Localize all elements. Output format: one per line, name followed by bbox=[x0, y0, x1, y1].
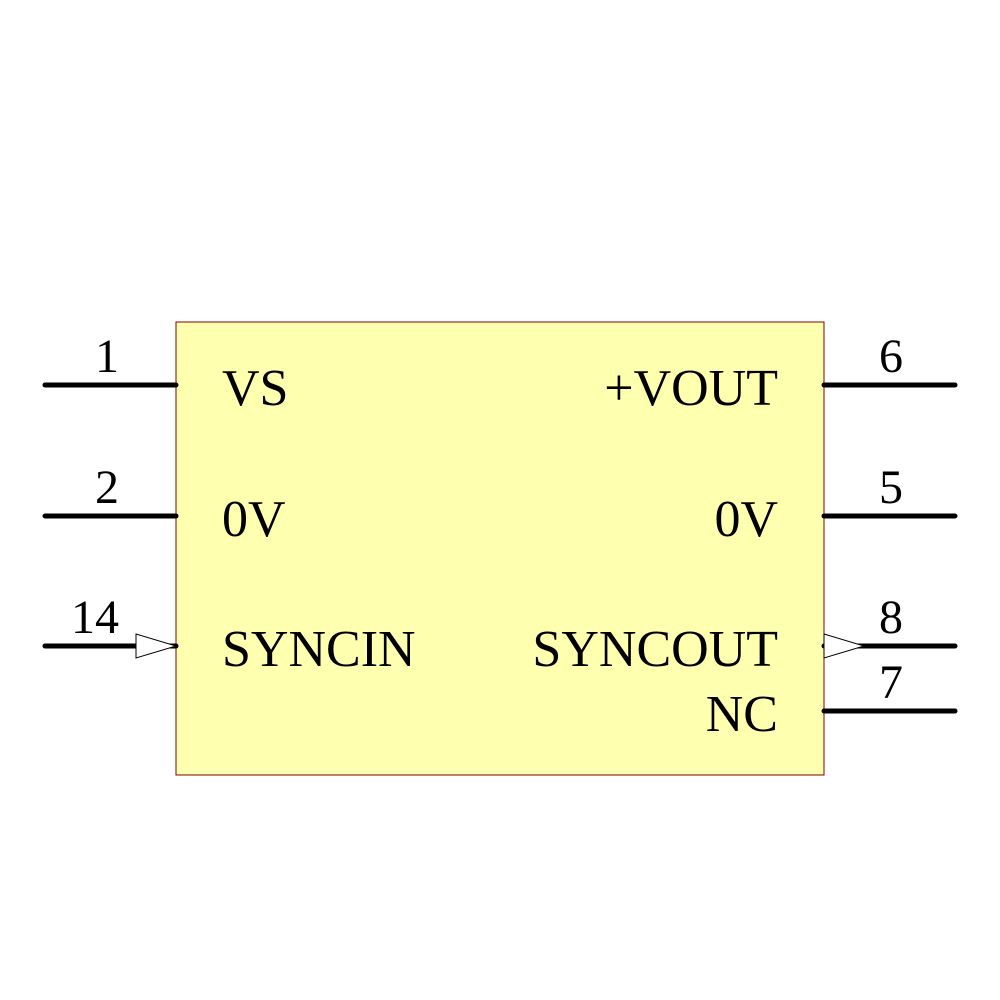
pin-6-number: 6 bbox=[879, 330, 903, 383]
pin-5-label: 0V bbox=[714, 491, 778, 548]
pin-5-number: 5 bbox=[879, 461, 903, 514]
pin-7-label: NC bbox=[706, 686, 778, 743]
pin-8-number: 8 bbox=[879, 591, 903, 644]
pin-2-label: 0V bbox=[222, 491, 286, 548]
pin-8-label: SYNCOUT bbox=[532, 621, 778, 678]
pin-7-number: 7 bbox=[879, 656, 903, 709]
pin-6-label: +VOUT bbox=[604, 360, 778, 417]
clock-output-triangle-icon bbox=[823, 633, 866, 659]
pin-14: 14 SYNCIN bbox=[42, 591, 416, 678]
component-body bbox=[175, 321, 825, 776]
pin-14-label: SYNCIN bbox=[222, 621, 416, 678]
pin-1-number: 1 bbox=[95, 330, 119, 383]
pin-8: 8 SYNCOUT bbox=[532, 591, 958, 678]
pin-14-number: 14 bbox=[71, 591, 119, 644]
pin-6: 6 +VOUT bbox=[604, 330, 958, 417]
pin-2: 2 0V bbox=[42, 461, 286, 548]
pin-2-number: 2 bbox=[95, 461, 119, 514]
pin-1: 1 VS bbox=[42, 330, 288, 417]
clock-input-triangle-icon bbox=[135, 633, 178, 659]
pin-7: 7 NC bbox=[706, 656, 958, 743]
pin-1-label: VS bbox=[222, 360, 288, 417]
pin-5: 5 0V bbox=[714, 461, 958, 548]
